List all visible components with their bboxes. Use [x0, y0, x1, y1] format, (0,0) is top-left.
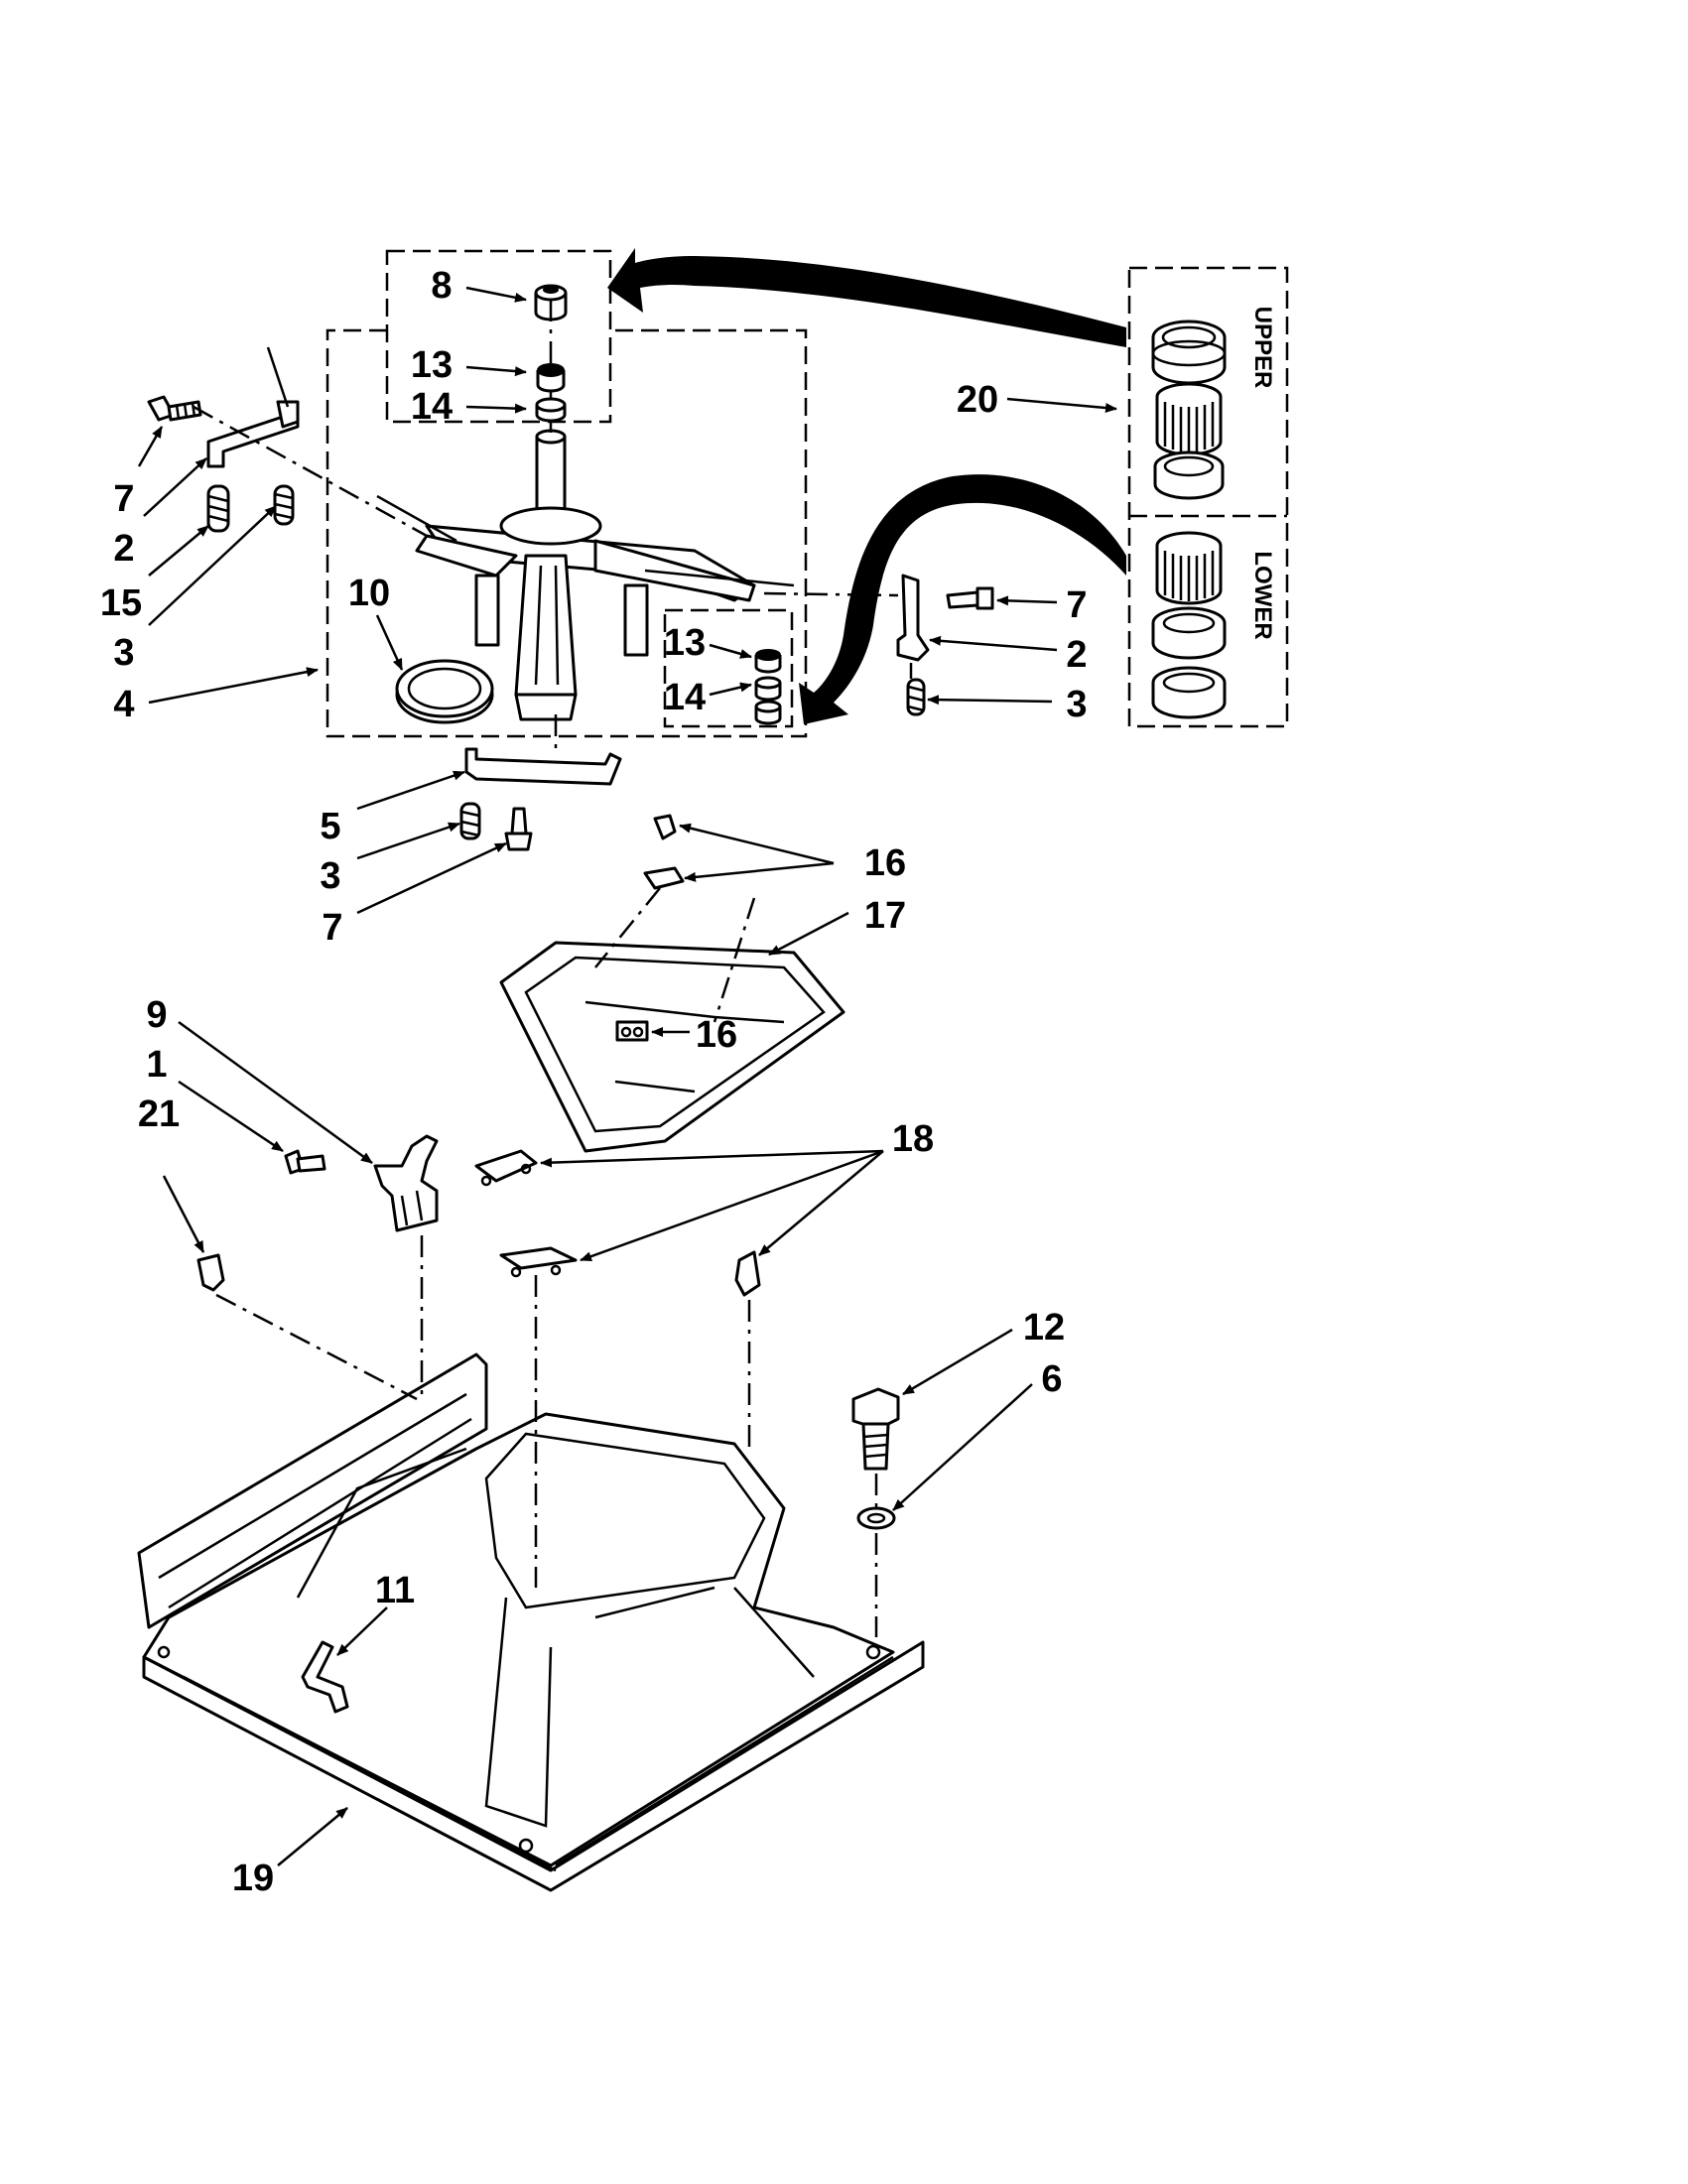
callout-8: 8	[431, 265, 452, 307]
callout-6: 6	[1041, 1358, 1062, 1400]
callout-11: 11	[375, 1570, 415, 1611]
center-post-assembly	[376, 429, 795, 754]
centerline-right-bracket	[763, 591, 913, 679]
left-bolt-icon	[147, 395, 202, 422]
callout-1: 1	[146, 1044, 167, 1086]
callout-7: 7	[322, 907, 342, 949]
callout-14: 14	[664, 677, 706, 718]
washer-6-icon	[856, 1506, 896, 1530]
lower-spring-icon	[459, 802, 481, 840]
clip-18c-icon	[734, 1250, 761, 1297]
lower-bearing-box	[663, 608, 794, 728]
callout-19: 19	[232, 1858, 274, 1899]
lower-kit-arrow	[799, 474, 1126, 724]
bearing-kit-box	[1127, 266, 1289, 728]
upper-gear-bearing-icon	[1155, 382, 1223, 456]
callout-14: 14	[411, 386, 453, 428]
callout-13: 13	[664, 622, 706, 664]
snubber-ring-icon	[395, 659, 494, 724]
lower-kit-label: LOWER	[1249, 551, 1276, 639]
callout-10: 10	[348, 573, 390, 614]
upper-kit-label: UPPER	[1249, 307, 1276, 389]
callout-15: 15	[100, 582, 142, 624]
center-post-box	[325, 328, 808, 738]
callout-20: 20	[957, 379, 998, 421]
callout-4: 4	[113, 684, 134, 725]
callout-21: 21	[138, 1093, 180, 1135]
right-spring-icon	[906, 678, 926, 716]
clip-18a-icon	[474, 1149, 538, 1187]
upper-bearing-ring-icon	[1153, 450, 1225, 500]
lower-bracket-icon	[464, 747, 622, 786]
upper-bearing-box	[385, 249, 612, 424]
hook-11-icon	[301, 1640, 349, 1714]
callout-3: 3	[320, 855, 340, 897]
left-bracket-centerline	[193, 405, 428, 538]
left-spring-15-icon	[206, 484, 230, 533]
callout-2: 2	[1066, 634, 1087, 676]
callout-7: 7	[1066, 584, 1087, 626]
lower-bolt-icon	[504, 807, 533, 851]
callout-3: 3	[113, 632, 134, 674]
callout-7: 7	[113, 478, 134, 520]
clip-16a-icon	[653, 814, 677, 840]
lower-washer-icon	[754, 676, 782, 725]
callout-2: 2	[113, 528, 134, 570]
leader-lines	[137, 286, 1117, 1866]
clip-16c-icon	[615, 1020, 649, 1042]
clip-16b-icon	[643, 866, 685, 890]
left-spring-3-icon	[273, 484, 295, 526]
upper-washer-icon	[535, 397, 567, 423]
callout-18: 18	[892, 1118, 934, 1160]
left-bracket-icon	[206, 346, 300, 468]
lower-gear-bearing-icon	[1155, 531, 1223, 605]
callout-17: 17	[864, 895, 906, 937]
upper-seal-icon	[1151, 320, 1227, 385]
lower-bearing-ring-icon	[1151, 606, 1227, 660]
bolt-12-icon	[851, 1387, 900, 1471]
callout-3: 3	[1066, 684, 1087, 725]
callout-13: 13	[411, 344, 453, 386]
lower-seal-ring-icon	[1151, 666, 1227, 719]
base-frame-icon	[137, 1352, 925, 1892]
upper-bushing-icon	[536, 363, 566, 393]
callout-16: 16	[696, 1014, 737, 1056]
lower-bushing-icon	[754, 649, 782, 674]
centerline-21	[215, 1293, 418, 1401]
suspension-frame-icon	[499, 887, 845, 1153]
clip-21-icon	[196, 1253, 225, 1292]
callout-16: 16	[864, 842, 906, 884]
callout-9: 9	[146, 994, 167, 1036]
right-bracket-icon	[896, 574, 930, 662]
callout-5: 5	[320, 806, 340, 847]
bracket-9-icon	[373, 1134, 439, 1232]
right-bolt-icon	[946, 586, 994, 610]
callout-12: 12	[1023, 1307, 1065, 1349]
upper-kit-arrow	[607, 248, 1126, 347]
clip-18b-icon	[499, 1246, 578, 1278]
screw-1-icon	[284, 1149, 326, 1175]
